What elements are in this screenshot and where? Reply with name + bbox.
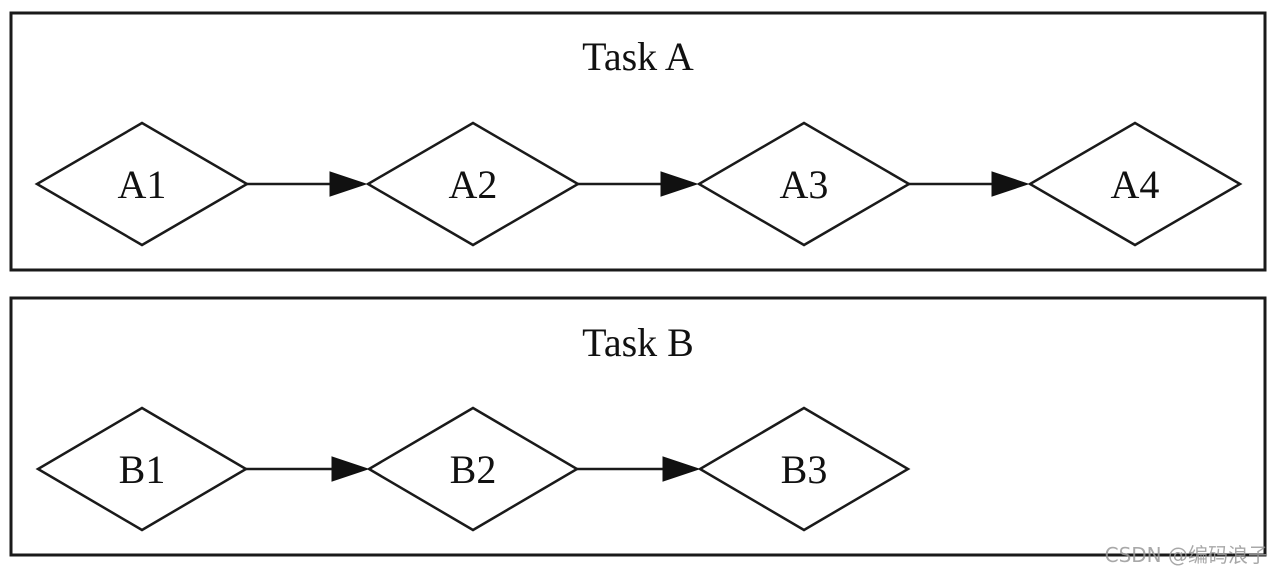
node-a2: A2 <box>365 121 581 247</box>
edge-b2-b3 <box>577 456 701 482</box>
edge-b1-b2 <box>246 456 370 482</box>
edge-a1-a2 <box>247 171 368 197</box>
node-a4-label: A4 <box>1111 162 1160 207</box>
node-b3-label: B3 <box>781 447 828 492</box>
node-a2-label: A2 <box>449 162 498 207</box>
node-b3: B3 <box>697 406 911 532</box>
node-b1-label: B1 <box>119 447 166 492</box>
cluster-task-a-frame <box>9 11 1267 272</box>
edge-a2-a3 <box>578 171 699 197</box>
edge-a3-a4 <box>909 171 1030 197</box>
node-a3-label: A3 <box>780 162 829 207</box>
node-b2: B2 <box>366 406 580 532</box>
cluster-task-b-frame <box>9 296 1267 557</box>
node-b1: B1 <box>35 406 249 532</box>
cluster-task-a: Task A A1 A2 A3 A4 <box>9 11 1267 272</box>
node-a3: A3 <box>696 121 912 247</box>
node-b2-label: B2 <box>450 447 497 492</box>
cluster-task-a-title: Task A <box>582 34 694 79</box>
node-a1-label: A1 <box>118 162 167 207</box>
node-a4: A4 <box>1027 121 1243 247</box>
watermark-text: CSDN @编码浪子 <box>1104 543 1268 567</box>
cluster-task-b: Task B B1 B2 B3 <box>9 296 1267 557</box>
node-a1: A1 <box>34 121 250 247</box>
cluster-task-b-title: Task B <box>582 320 694 365</box>
